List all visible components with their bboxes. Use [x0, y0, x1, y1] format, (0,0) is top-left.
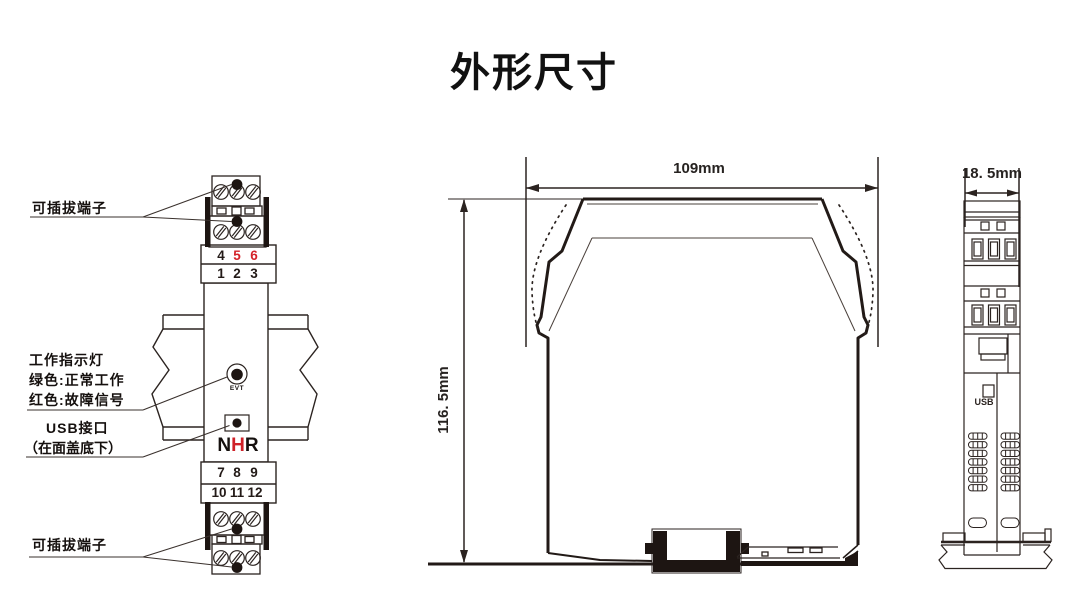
- label-bottom-pluggable-terminal: 可插拔端子: [32, 537, 107, 553]
- terminal-number-11: 11: [229, 485, 245, 500]
- width-dimension-185: [964, 168, 1020, 287]
- terminal-number-2: 2: [233, 266, 241, 281]
- logo-letter-r: R: [244, 435, 259, 456]
- brand-logo: NHR: [212, 435, 264, 457]
- width-dimension-109: [525, 157, 879, 347]
- logo-letter-n: N: [217, 435, 232, 456]
- terminal-number-8: 8: [233, 465, 241, 480]
- top-terminal-clamps: [205, 179, 269, 247]
- cover-inner-lines: [548, 203, 856, 332]
- terminal-number-7: 7: [217, 465, 225, 480]
- front-view-drawing: [26, 175, 319, 575]
- led-label: EVT: [229, 385, 245, 392]
- terminal-number-6: 6: [250, 248, 258, 263]
- logo-letter-h: H: [231, 435, 245, 456]
- terminal-number-12: 12: [247, 485, 263, 500]
- terminal-number-9: 9: [250, 465, 258, 480]
- terminal-number-5: 5: [233, 248, 241, 263]
- module-profile: [535, 197, 870, 553]
- release-latch: [736, 546, 858, 566]
- dimension-height-116-5mm: 116. 5mm: [435, 366, 452, 434]
- terminal-number-4: 4: [217, 248, 225, 263]
- dimension-width-18-5mm: 18. 5mm: [961, 165, 1023, 182]
- vent-slots: [968, 432, 1020, 528]
- rail-clip: [645, 528, 749, 574]
- label-indicator-line1: 工作指示灯: [29, 352, 104, 368]
- label-usb-line1: USB接口: [46, 420, 109, 436]
- usb-label-end-view: USB: [974, 397, 994, 407]
- module-body-front: [200, 244, 277, 504]
- terminal-number-1: 1: [217, 266, 225, 281]
- label-indicator-line3: 红色:故障信号: [29, 392, 125, 408]
- terminal-number-10: 10: [211, 485, 227, 500]
- dimension-width-109mm: 109mm: [673, 160, 725, 177]
- page-title: 外形尺寸: [450, 51, 618, 95]
- label-usb-line2: （在面盖底下）: [24, 440, 122, 456]
- bottom-terminal-clamps: [205, 502, 269, 573]
- side-view-drawing: [428, 157, 879, 574]
- module-end-body: [963, 200, 1021, 556]
- height-dimension-1165: [448, 198, 585, 562]
- terminal-number-3: 3: [250, 266, 258, 281]
- label-indicator-block: 工作指示灯 绿色:正常工作 红色:故障信号: [29, 350, 125, 410]
- top-terminal-block: [208, 175, 267, 248]
- label-indicator-line2: 绿色:正常工作: [29, 372, 125, 388]
- din-rail-end: [938, 528, 1053, 570]
- end-view-drawing: [938, 168, 1053, 570]
- cover-swing-dotted: [531, 204, 874, 335]
- usb-port-front: [224, 414, 250, 432]
- led-indicator: [226, 363, 248, 385]
- label-top-pluggable-terminal: 可插拔端子: [32, 200, 107, 216]
- leader-lines: [26, 183, 232, 568]
- din-rail-front: [151, 314, 319, 441]
